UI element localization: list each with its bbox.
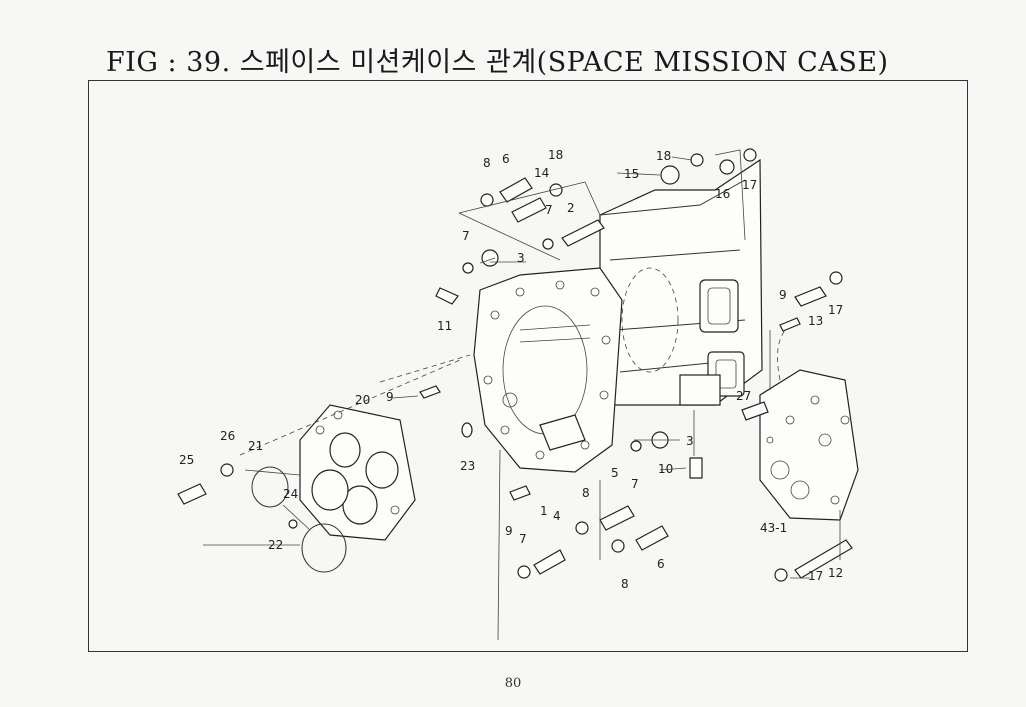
callout-7: 7	[545, 203, 553, 217]
callout-9: 9	[386, 390, 394, 404]
callout-10: 10	[658, 462, 673, 476]
leader-lines	[203, 149, 841, 641]
callout-24: 24	[283, 487, 298, 501]
callout-1: 1	[540, 504, 548, 518]
front-flange-plate	[473, 267, 623, 473]
callout-18: 18	[656, 149, 671, 163]
callout-9: 9	[505, 524, 513, 538]
callout-labels: 1 2 3 3 4 5 6 6 7 7 7 7 8 8 8 9 9 9 10 1…	[179, 148, 843, 591]
snap-ring-22	[301, 523, 347, 573]
callout-6: 6	[657, 557, 665, 571]
callout-23: 23	[460, 459, 475, 473]
callout-43-1: 43-1	[760, 521, 787, 535]
callout-9: 9	[779, 288, 787, 302]
callout-8: 8	[621, 577, 629, 591]
callout-8: 8	[582, 486, 590, 500]
callout-5: 5	[611, 466, 619, 480]
callout-7: 7	[519, 532, 527, 546]
callout-27: 27	[736, 389, 751, 403]
callout-17: 17	[742, 178, 757, 192]
callout-4: 4	[553, 509, 561, 523]
callout-12: 12	[828, 566, 843, 580]
hardware-parts	[177, 148, 853, 582]
callout-6: 6	[502, 152, 510, 166]
callout-20: 20	[355, 393, 370, 407]
mission-case-housing	[572, 158, 763, 406]
callout-18: 18	[548, 148, 563, 162]
callout-16: 16	[715, 187, 730, 201]
callout-3: 3	[517, 251, 525, 265]
callout-25: 25	[179, 453, 194, 467]
callout-26: 26	[220, 429, 235, 443]
rear-cover-20	[299, 404, 416, 541]
callout-2: 2	[567, 201, 575, 215]
callout-8: 8	[483, 156, 491, 170]
page-number: 80	[504, 676, 522, 691]
diagram-frame	[88, 80, 968, 652]
callout-21: 21	[248, 439, 263, 453]
callout-17: 17	[808, 569, 823, 583]
callout-17: 17	[828, 303, 843, 317]
callout-22: 22	[268, 538, 283, 552]
callout-3: 3	[686, 434, 694, 448]
side-plate-43-1	[759, 319, 859, 521]
callout-7: 7	[631, 477, 639, 491]
callout-13: 13	[808, 314, 823, 328]
callout-7: 7	[462, 229, 470, 243]
snap-ring-21	[251, 466, 289, 508]
callout-14: 14	[534, 166, 549, 180]
callout-15: 15	[624, 167, 639, 181]
callout-11: 11	[437, 319, 452, 333]
page-title: FIG : 39. 스페이스 미션케이스 관계(SPACE MISSION CA…	[106, 47, 889, 78]
